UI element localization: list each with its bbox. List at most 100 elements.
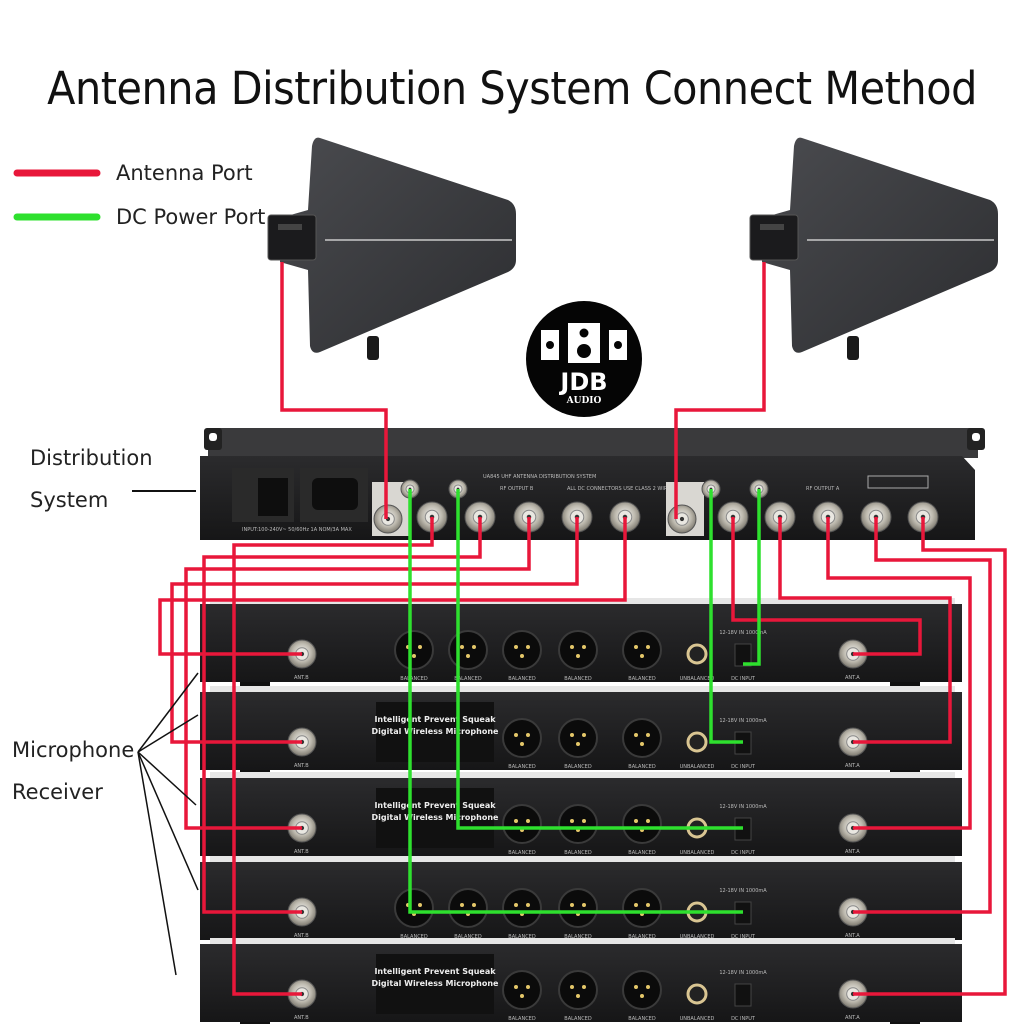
rf-a-to-receiver-3-cable (826, 517, 972, 830)
antenna-b-input-bnc[interactable] (373, 504, 403, 534)
logo-brand: JDB (558, 368, 607, 396)
rf-b-to-receiver-5-cable (232, 517, 434, 996)
balanced-label: BALANCED (628, 676, 656, 682)
balanced-label: BALANCED (454, 934, 482, 940)
antenna-left-feed-cable (280, 262, 388, 519)
connector-note: ALL DC CONNECTORS USE CLASS 2 WIRING (567, 486, 677, 492)
microphone-receiver-label-line2: Receiver (12, 780, 103, 804)
balanced-label: BALANCED (508, 934, 536, 940)
unbalanced-output-jack[interactable] (686, 643, 708, 665)
ant-a-label: ANT.A (845, 933, 860, 939)
ant-b-label: ANT.B (294, 675, 309, 681)
balanced-label: BALANCED (564, 1016, 592, 1022)
xlr-output-connector[interactable] (558, 970, 598, 1010)
balanced-label: BALANCED (628, 850, 656, 856)
unbalanced-label: UNBALANCED (680, 934, 715, 940)
balanced-label: BALANCED (564, 764, 592, 770)
balanced-label: BALANCED (454, 676, 482, 682)
ant-a-label: ANT.A (845, 763, 860, 769)
microphone-receiver-label-line1: Microphone (12, 738, 135, 762)
dc-input-jack[interactable] (734, 643, 752, 667)
rf-output-a-label: RF OUTPUT A (806, 486, 840, 492)
dc-spec-label: 12-18V IN 1000mA (719, 804, 767, 810)
xlr-output-connector[interactable] (622, 630, 662, 670)
unbalanced-output-jack[interactable] (686, 731, 708, 753)
rf-b-to-receiver-1-cable (158, 517, 627, 656)
distribution-system-label-line1: Distribution (30, 446, 153, 470)
xlr-output-connector[interactable] (394, 888, 434, 928)
plate-line2: Digital Wireless Microphone (372, 727, 500, 736)
rf-output-b-label: RF OUTPUT B (500, 486, 534, 492)
receiver-pointer-lines (137, 672, 199, 976)
balanced-label: BALANCED (508, 676, 536, 682)
xlr-output-connector[interactable] (502, 804, 542, 844)
xlr-output-connector[interactable] (622, 718, 662, 758)
logo-sub: AUDIO (566, 396, 602, 406)
xlr-output-connector[interactable] (558, 888, 598, 928)
xlr-output-connector[interactable] (622, 888, 662, 928)
ant-b-label: ANT.B (294, 763, 309, 769)
rf-a-to-receiver-2-cable (778, 517, 952, 744)
plate-line1: Intelligent Prevent Squeak (374, 967, 496, 976)
cables (158, 262, 1007, 996)
xlr-output-connector[interactable] (502, 888, 542, 928)
dc-input-label: DC INPUT (731, 764, 756, 770)
legend-antenna-port-label: Antenna Port (116, 161, 253, 185)
xlr-output-connector[interactable] (558, 718, 598, 758)
ant-b-label: ANT.B (294, 933, 309, 939)
ant-a-label: ANT.A (845, 849, 860, 855)
xlr-output-connector[interactable] (502, 970, 542, 1010)
unbalanced-label: UNBALANCED (680, 676, 715, 682)
antenna-right-feed-cable (674, 262, 766, 519)
balanced-label: BALANCED (400, 934, 428, 940)
dc-spec-label: 12-18V IN 1000mA (719, 888, 767, 894)
dc-spec-label: 12-18V IN 1000mA (719, 970, 767, 976)
diagram-title: Antenna Distribution System Connect Meth… (47, 62, 977, 115)
rf-a-to-receiver-4-cable (853, 517, 992, 914)
xlr-output-connector[interactable] (502, 718, 542, 758)
balanced-label: BALANCED (628, 934, 656, 940)
dc-input-label: DC INPUT (731, 1016, 756, 1022)
model-text: UA845 UHF ANTENNA DISTRIBUTION SYSTEM (483, 474, 596, 480)
xlr-output-connector[interactable] (448, 630, 488, 670)
xlr-output-connector[interactable] (448, 888, 488, 928)
balanced-label: BALANCED (628, 764, 656, 770)
balanced-label: BALANCED (564, 934, 592, 940)
dc-input-jack[interactable] (734, 983, 752, 1007)
dc-power-cable-receiver-1 (743, 489, 761, 666)
plate-line2: Digital Wireless Microphone (372, 979, 500, 988)
balanced-label: BALANCED (628, 1016, 656, 1022)
antenna-left (267, 137, 516, 360)
unbalanced-output-jack[interactable] (686, 983, 708, 1005)
xlr-output-connector[interactable] (558, 630, 598, 670)
balanced-label: BALANCED (508, 850, 536, 856)
distribution-system-label-line2: System (30, 488, 109, 512)
plate-line1: Intelligent Prevent Squeak (374, 801, 496, 810)
rf-b-to-receiver-2-cable (170, 517, 579, 744)
balanced-label: BALANCED (508, 1016, 536, 1022)
balanced-label: BALANCED (508, 764, 536, 770)
receiver-unit-4: ANT.B ANT.A BALANCED BALANCED BALANCED BALANC… (200, 856, 962, 948)
dc-input-label: DC INPUT (731, 934, 756, 940)
dc-power-cable-receiver-2 (709, 489, 743, 744)
dc-spec-label: 12-18V IN 1000mA (719, 630, 767, 636)
ant-b-label: ANT.B (294, 1015, 309, 1021)
antenna-right (749, 137, 998, 360)
unbalanced-label: UNBALANCED (680, 1016, 715, 1022)
balanced-label: BALANCED (564, 850, 592, 856)
antenna-a-input-bnc[interactable] (667, 504, 697, 534)
power-spec-text: INPUT:100-240V~ 50/60Hz 1A NOM/3A MAX (242, 527, 352, 533)
ant-a-label: ANT.A (845, 675, 860, 681)
rf-b-to-receiver-3-cable (184, 517, 531, 830)
xlr-output-connector[interactable] (622, 970, 662, 1010)
xlr-output-connector[interactable] (394, 630, 434, 670)
xlr-output-connector[interactable] (622, 804, 662, 844)
xlr-output-connector[interactable] (558, 804, 598, 844)
distribution-unit: INPUT:100-240V~ 50/60Hz 1A NOM/3A MAX UA… (200, 428, 985, 540)
jdb-audio-logo: JDB AUDIO (526, 301, 642, 417)
xlr-output-connector[interactable] (502, 630, 542, 670)
